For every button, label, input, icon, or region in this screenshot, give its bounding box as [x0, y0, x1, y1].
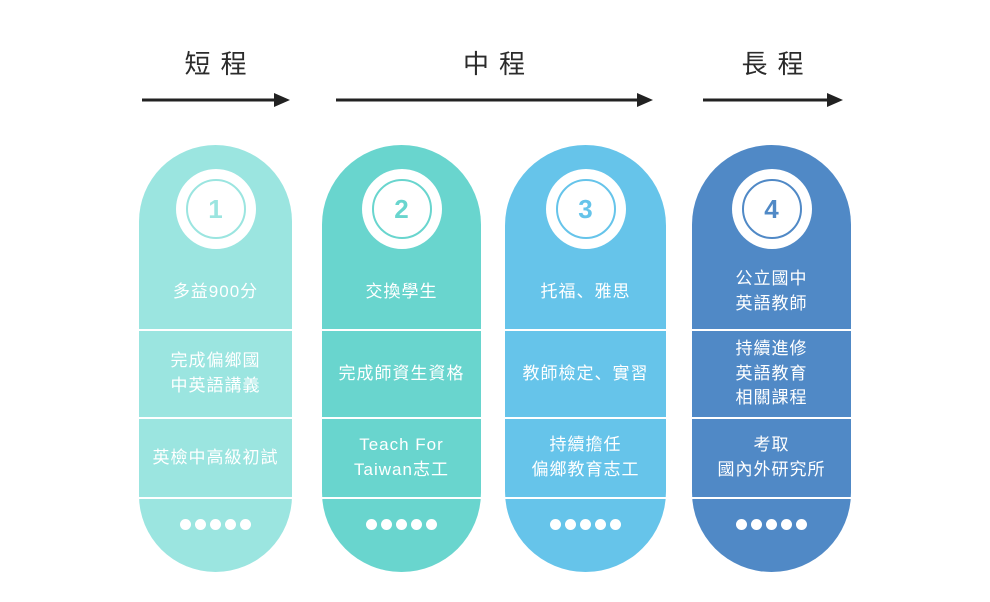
dots-row	[550, 519, 621, 530]
dot	[180, 519, 191, 530]
step-number: 2	[394, 194, 409, 224]
dots-zone	[692, 499, 851, 572]
divider	[692, 417, 851, 419]
step-circle-zone: 3	[505, 145, 666, 255]
divider	[139, 329, 292, 331]
divider	[322, 417, 481, 419]
goal-item: 完成師資生資格	[338, 363, 465, 383]
dot	[595, 519, 606, 530]
roadmap-column-3: 3 托福、雅思 教師檢定、實習 持續擔任 偏鄉教育志工	[505, 145, 666, 572]
dot	[381, 519, 392, 530]
roadmap-column-4: 4 公立國中 英語教師 持續進修 英語教育 相關課程 考取 國內外研究所	[692, 145, 851, 572]
step-number: 4	[764, 194, 779, 224]
dot	[550, 519, 561, 530]
step-circle-zone: 2	[322, 145, 481, 255]
phase-long-term: 長程	[700, 44, 845, 110]
goal-item: 教師檢定、實習	[522, 363, 649, 383]
divider	[692, 329, 851, 331]
divider	[322, 329, 481, 331]
phase-short-term-label: 短程	[184, 50, 257, 80]
dots-zone	[505, 499, 666, 572]
dot	[366, 519, 377, 530]
dots-row	[366, 519, 437, 530]
arrow-right-icon	[336, 93, 653, 107]
roadmap-column-1: 1 多益900分 完成偏鄉國 中英語講義 英檢中高級初試	[139, 145, 292, 572]
dot	[396, 519, 407, 530]
dots-zone	[322, 499, 481, 572]
dot	[225, 519, 236, 530]
step-circle: 1	[175, 169, 256, 249]
dot	[766, 519, 777, 530]
divider	[692, 497, 851, 499]
divider	[505, 497, 666, 499]
divider	[139, 497, 292, 499]
step-number: 1	[208, 194, 223, 224]
dots-zone	[139, 499, 292, 572]
step-ring: 1	[185, 179, 246, 239]
dot	[210, 519, 221, 530]
phase-mid-term: 中程	[333, 44, 655, 110]
goal-item: 公立國中 英語教師	[735, 269, 808, 313]
goal-item: 考取 國內外研究所	[717, 435, 826, 479]
dot	[781, 519, 792, 530]
step-ring: 3	[555, 179, 616, 239]
goal-item: Teach For Taiwan志工	[354, 435, 449, 479]
dot	[796, 519, 807, 530]
phase-short-term: 短程	[139, 44, 292, 110]
dot	[610, 519, 621, 530]
arrow-right-icon	[703, 93, 843, 107]
phase-long-term-label: 長程	[741, 50, 814, 80]
step-circle-zone: 1	[139, 145, 292, 255]
phase-mid-term-label: 中程	[462, 50, 535, 80]
step-circle: 2	[361, 169, 442, 249]
goal-item: 交換學生	[365, 281, 438, 301]
divider	[139, 417, 292, 419]
dot	[580, 519, 591, 530]
dots-row	[180, 519, 251, 530]
divider	[505, 417, 666, 419]
step-ring: 4	[741, 179, 802, 239]
dot	[751, 519, 762, 530]
step-number: 3	[578, 194, 593, 224]
goal-item: 完成偏鄉國 中英語講義	[170, 351, 261, 395]
goal-item: 托福、雅思	[540, 281, 631, 301]
dots-row	[736, 519, 807, 530]
goal-item: 英檢中高級初試	[152, 447, 279, 467]
dot	[565, 519, 576, 530]
divider	[505, 329, 666, 331]
arrow-right-icon	[142, 93, 290, 107]
divider	[322, 497, 481, 499]
step-ring: 2	[371, 179, 432, 239]
dot	[411, 519, 422, 530]
step-circle: 4	[731, 169, 812, 249]
step-circle-zone: 4	[692, 145, 851, 255]
step-circle: 3	[545, 169, 626, 249]
dot	[195, 519, 206, 530]
goal-item: 持續擔任 偏鄉教育志工	[531, 435, 640, 479]
dot	[240, 519, 251, 530]
roadmap-column-2: 2 交換學生 完成師資生資格 Teach For Taiwan志工	[322, 145, 481, 572]
goal-item: 多益900分	[172, 281, 259, 301]
dot	[426, 519, 437, 530]
goal-item: 持續進修 英語教育 相關課程	[735, 339, 808, 408]
dot	[736, 519, 747, 530]
